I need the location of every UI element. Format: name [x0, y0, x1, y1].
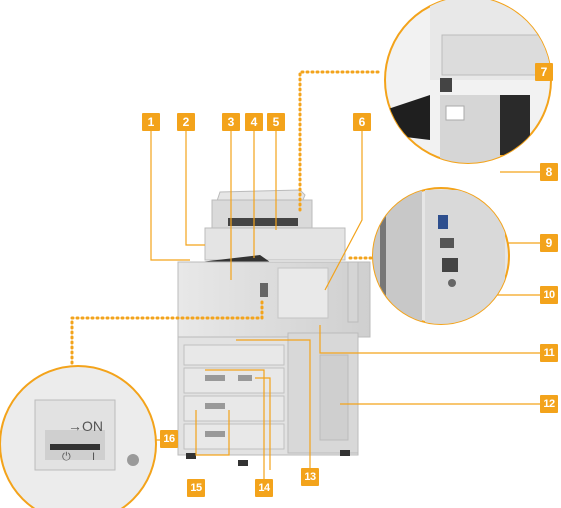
- power-on-symbol: I: [92, 451, 96, 463]
- callout-5: 5: [267, 113, 285, 131]
- callout-12: 12: [540, 395, 558, 413]
- callout-8: 8: [540, 163, 558, 181]
- callout-11: 11: [540, 344, 558, 362]
- callout-4: 4: [245, 113, 263, 131]
- zoom-circle-top: [384, 0, 552, 164]
- callout-13: 13: [301, 468, 319, 486]
- callout-2: 2: [177, 113, 195, 131]
- power-on-label: →ON: [68, 418, 103, 434]
- callout-3: 3: [222, 113, 240, 131]
- callout-7: 7: [535, 63, 553, 81]
- callout-10: 10: [540, 286, 558, 304]
- callout-14: 14: [255, 479, 273, 497]
- printer-body: [177, 189, 371, 466]
- zoom-circle-ports: [372, 187, 510, 325]
- callout-1: 1: [142, 113, 160, 131]
- zoom-circle-power: [0, 365, 157, 508]
- power-off-symbol: ⏻: [62, 451, 71, 463]
- callout-15: 15: [187, 479, 205, 497]
- callout-6: 6: [353, 113, 371, 131]
- callout-16: 16: [160, 430, 178, 448]
- callout-9: 9: [540, 234, 558, 252]
